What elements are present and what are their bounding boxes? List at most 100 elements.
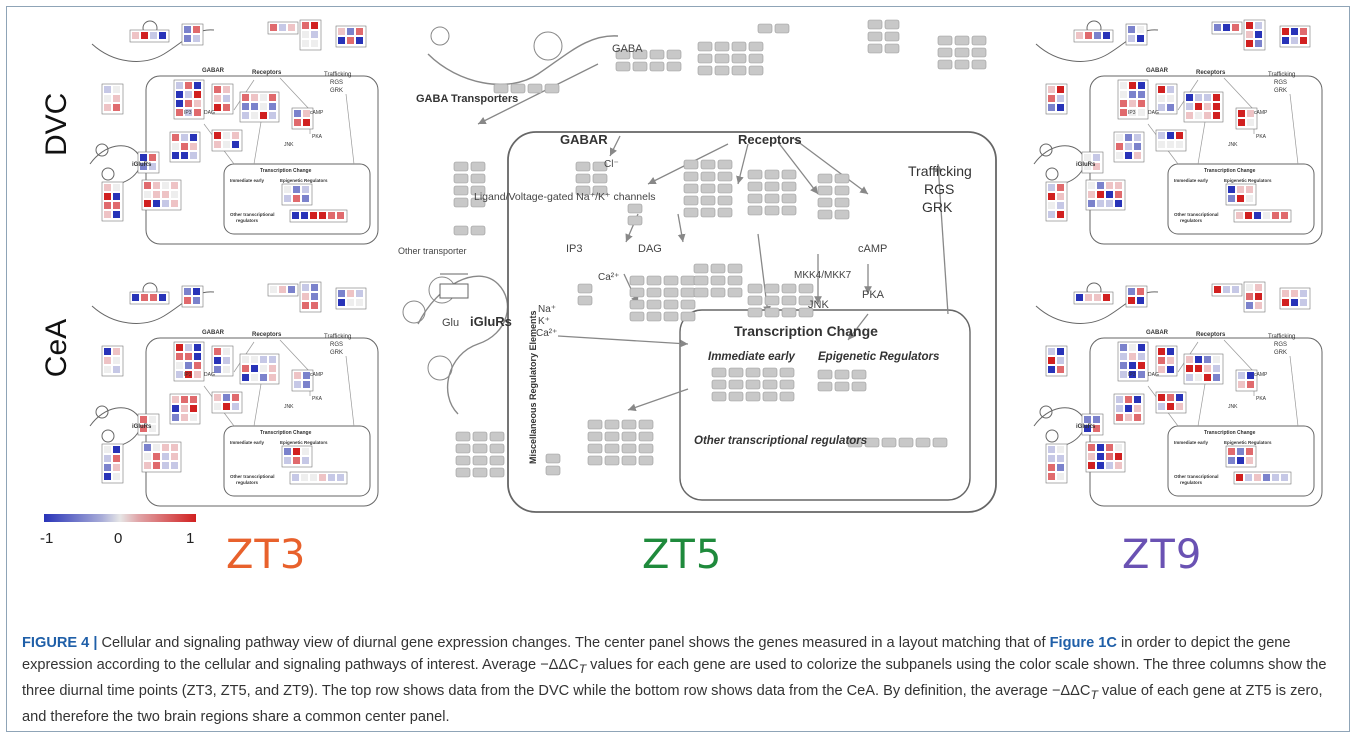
gene-box bbox=[1094, 294, 1101, 301]
gene-box bbox=[748, 53, 764, 64]
gene-box bbox=[615, 61, 631, 72]
gene-box bbox=[627, 215, 643, 226]
gene-box bbox=[1129, 362, 1136, 369]
gene-box bbox=[338, 28, 345, 35]
pathway-label: JNK bbox=[1228, 142, 1238, 148]
gene-box bbox=[798, 307, 814, 318]
pathway-label: Other transcriptional bbox=[1174, 212, 1219, 217]
gene-box bbox=[232, 403, 239, 410]
gene-box bbox=[1093, 416, 1100, 423]
pathway-label: iGluRs bbox=[1076, 424, 1096, 430]
gene-box bbox=[1116, 143, 1123, 150]
gene-box bbox=[104, 86, 111, 93]
gene-box bbox=[185, 100, 192, 107]
gene-box bbox=[1084, 425, 1091, 432]
gene-box bbox=[683, 183, 699, 194]
gene-box bbox=[194, 109, 201, 116]
gene-box bbox=[1300, 299, 1307, 306]
column-label-zt5: ZT5 bbox=[642, 532, 723, 578]
gene-box bbox=[1158, 95, 1165, 102]
gene-box bbox=[232, 394, 239, 401]
gene-box bbox=[1246, 293, 1253, 300]
gene-box bbox=[834, 381, 850, 392]
gene-box bbox=[1300, 28, 1307, 35]
gene-box bbox=[1272, 212, 1279, 219]
label-gabar: GABAR bbox=[560, 132, 608, 147]
pathway-label: Epigenetic Regulators bbox=[280, 440, 328, 445]
row-label-cea: CeA bbox=[40, 318, 73, 378]
gene-box bbox=[113, 202, 120, 209]
gene-box bbox=[728, 391, 744, 402]
gene-box bbox=[587, 419, 603, 430]
gene-box bbox=[1106, 200, 1113, 207]
gene-box bbox=[764, 205, 780, 216]
gene-box bbox=[1214, 24, 1221, 31]
gene-box bbox=[1138, 353, 1145, 360]
pathway-label: Immediate early bbox=[1174, 440, 1209, 445]
gene-box bbox=[190, 396, 197, 403]
color-scale-bar bbox=[44, 514, 196, 522]
gene-box bbox=[1134, 134, 1141, 141]
gene-box bbox=[1084, 416, 1091, 423]
gene-box bbox=[817, 185, 833, 196]
gene-box bbox=[455, 431, 471, 442]
gene-box bbox=[1204, 365, 1211, 372]
gene-box bbox=[592, 161, 608, 172]
gene-box bbox=[697, 65, 713, 76]
gene-box bbox=[1093, 163, 1100, 170]
scale-min-label: -1 bbox=[40, 530, 54, 547]
caption-figure-ref[interactable]: Figure 1C bbox=[1049, 635, 1117, 651]
gene-box bbox=[1057, 446, 1064, 453]
gene-box bbox=[1254, 474, 1261, 481]
gene-box bbox=[1204, 94, 1211, 101]
gene-box bbox=[1282, 28, 1289, 35]
pathway-outline bbox=[95, 143, 109, 157]
gene-box bbox=[1048, 184, 1055, 191]
gene-box bbox=[144, 462, 151, 469]
gene-box bbox=[1084, 163, 1091, 170]
gene-box bbox=[834, 185, 850, 196]
gene-box bbox=[1281, 474, 1288, 481]
gene-box bbox=[242, 94, 249, 101]
gene-box bbox=[489, 443, 505, 454]
gene-box bbox=[1158, 86, 1165, 93]
gene-box bbox=[181, 143, 188, 150]
gene-box bbox=[937, 47, 953, 58]
gene-box bbox=[1167, 104, 1174, 111]
gene-box bbox=[251, 103, 258, 110]
gene-box bbox=[700, 159, 716, 170]
gene-box bbox=[1094, 32, 1101, 39]
gene-box bbox=[1129, 82, 1136, 89]
gene-box bbox=[1195, 365, 1202, 372]
gene-box bbox=[223, 357, 230, 364]
label-transcription-change: Transcription Change bbox=[734, 323, 878, 339]
gene-box bbox=[1158, 132, 1165, 139]
gene-box bbox=[113, 104, 120, 111]
gene-box bbox=[1176, 132, 1183, 139]
gene-box bbox=[1186, 103, 1193, 110]
gene-box bbox=[185, 371, 192, 378]
gene-box bbox=[781, 169, 797, 180]
pathway-label: Transcription Change bbox=[1204, 430, 1256, 436]
gene-box bbox=[1228, 186, 1235, 193]
gene-box bbox=[171, 453, 178, 460]
pathway-label: GABAR bbox=[202, 330, 225, 336]
pathway-label: IP3 bbox=[184, 372, 192, 378]
pathway-arrow bbox=[279, 339, 311, 373]
gene-box bbox=[1213, 365, 1220, 372]
gene-box bbox=[302, 186, 309, 193]
gene-box bbox=[1245, 474, 1252, 481]
gene-box bbox=[292, 474, 299, 481]
gene-box bbox=[1057, 464, 1064, 471]
gene-box bbox=[774, 23, 790, 34]
gene-box bbox=[1254, 212, 1261, 219]
gene-box bbox=[884, 19, 900, 30]
gene-box bbox=[260, 356, 267, 363]
gene-box bbox=[455, 455, 471, 466]
gene-box bbox=[269, 103, 276, 110]
pathway-label: Epigenetic Regulators bbox=[1224, 440, 1272, 445]
gene-box bbox=[577, 295, 593, 306]
gene-box bbox=[319, 212, 326, 219]
gene-box bbox=[621, 431, 637, 442]
